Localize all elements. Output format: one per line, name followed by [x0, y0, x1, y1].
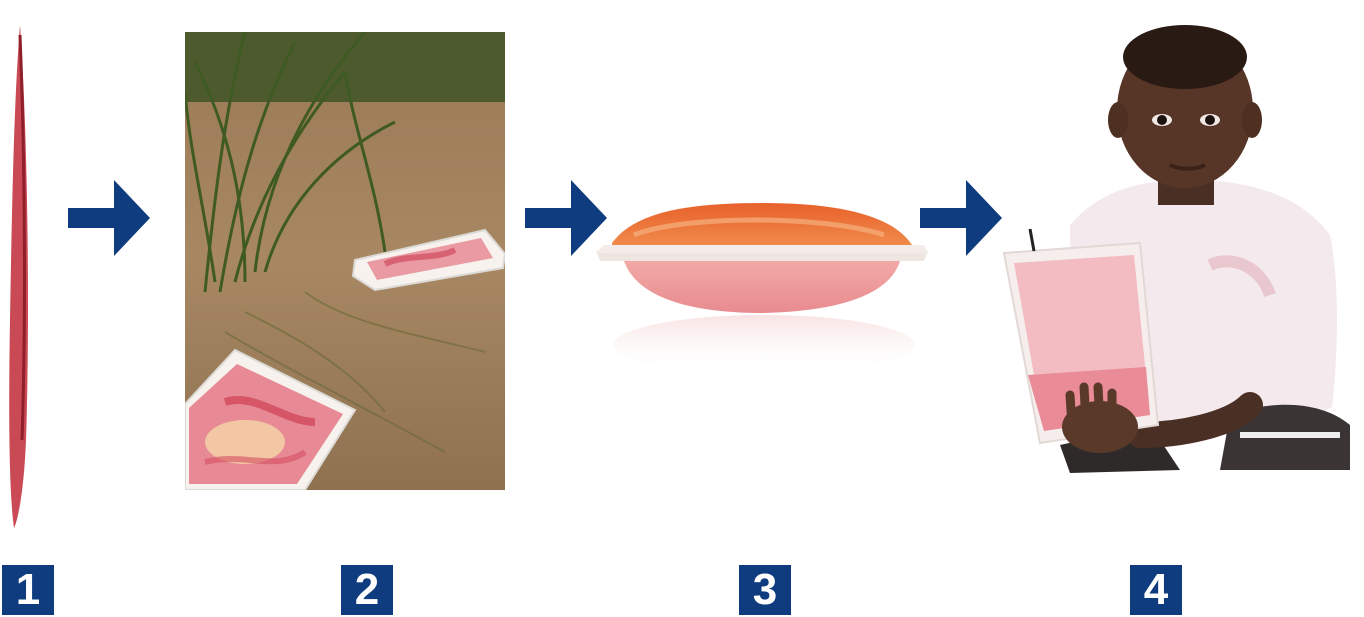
- flat-pouch-image: [0, 20, 40, 530]
- filled-pouch-image: [594, 195, 930, 395]
- pond-photo: [185, 32, 505, 490]
- step-number-badge-4: 4: [1130, 565, 1182, 615]
- step-number-badge-2: 2: [341, 565, 393, 615]
- child-with-pouch-photo: [1000, 15, 1362, 477]
- arrow-right-icon: [68, 180, 150, 256]
- arrow-right-icon: [920, 180, 1002, 256]
- step-number-badge-3: 3: [739, 565, 791, 615]
- step-number-badge-1: 1: [2, 565, 54, 615]
